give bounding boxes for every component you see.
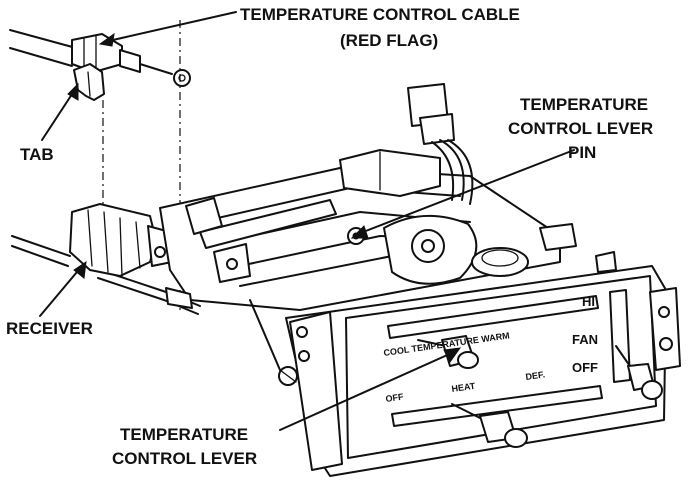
pin-label-line2: CONTROL LEVER [508, 119, 653, 138]
tab-label: TAB [20, 145, 54, 164]
front-face-plate [285, 265, 681, 477]
receiver-label: RECEIVER [6, 319, 93, 338]
temperature-control-cable [9, 29, 191, 101]
fan-lever-knob[interactable] [615, 345, 663, 400]
mode-off-text: OFF [385, 392, 405, 404]
receiver-bracket [69, 203, 173, 277]
cable-label-line2: (RED FLAG) [340, 31, 438, 50]
fan-label-text: FAN [572, 332, 598, 347]
lever-label-line2: CONTROL LEVER [112, 449, 257, 468]
mode-heat-text: HEAT [451, 381, 476, 394]
lever-label-line1: TEMPERATURE [120, 425, 248, 444]
control-housing [159, 83, 617, 386]
leader-lines [39, 11, 575, 431]
fan-hi-text: HI [582, 294, 595, 309]
callout-labels: TEMPERATURE CONTROL CABLE (RED FLAG) TAB… [6, 5, 653, 468]
fan-off-text: OFF [572, 360, 598, 375]
cable-label-line1: TEMPERATURE CONTROL CABLE [240, 5, 520, 24]
mode-def-text: DEF. [525, 369, 546, 382]
pin-label-line1: TEMPERATURE [520, 95, 648, 114]
pin-label-line3: PIN [568, 143, 596, 162]
mode-lever-knob[interactable] [451, 403, 528, 448]
